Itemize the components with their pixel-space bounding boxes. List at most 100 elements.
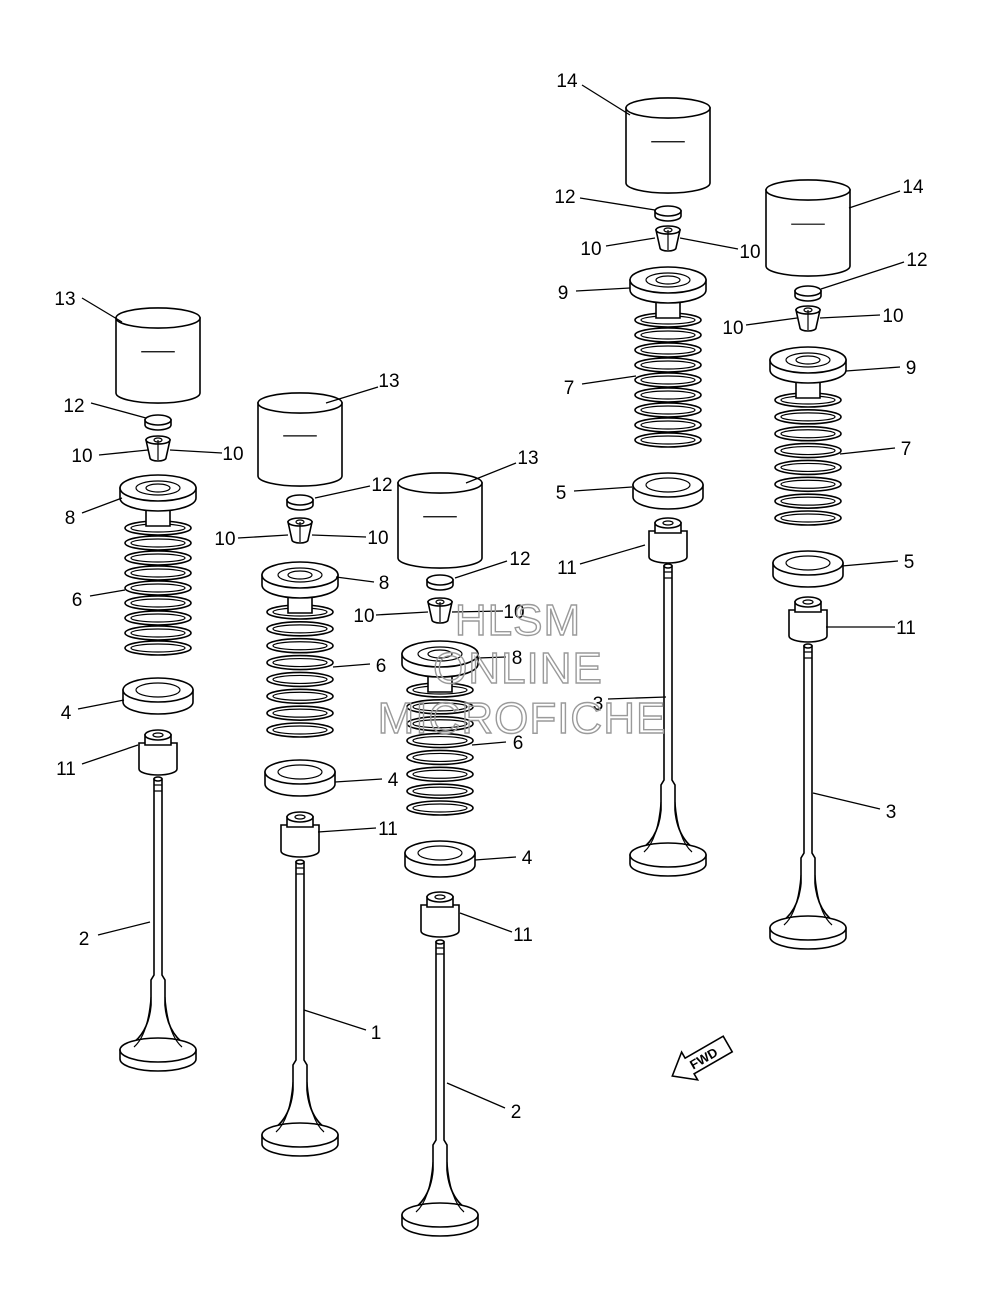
part-callout-10: 10 [739,242,760,263]
valve-assembly-5 [765,179,851,950]
leader-line-c10h [679,237,739,250]
leader-line-c13a [81,297,123,323]
part-callout-3: 3 [886,802,897,823]
leader-line-c7b [839,447,896,455]
leader-line-c10c [237,534,289,539]
part-callout-13: 13 [517,448,538,469]
valve-stem-seal [788,609,828,643]
part-callout-14: 14 [556,71,578,92]
part-callout-7: 7 [901,439,912,460]
part-callout-6: 6 [376,656,387,677]
valve-spring [634,312,702,448]
leader-line-c10d [311,534,367,538]
valve-stem-seal [280,824,320,858]
part-callout-6: 6 [72,590,83,611]
watermark: HLSM ONLINE MICROFICHE [377,595,667,743]
valve-spring [124,520,192,656]
part-callout-2: 2 [511,1102,522,1123]
part-callout-8: 8 [512,648,523,669]
part-callout-4: 4 [388,770,399,791]
part-callout-8: 8 [379,573,390,594]
valve-stem-seal [420,904,460,938]
watermark-line-1: HLSM [455,596,581,645]
watermark-line-3: MICROFICHE [378,694,667,743]
leader-line-c7a [581,375,637,385]
valve-assembly-2 [257,392,343,1157]
part-callout-4: 4 [61,703,72,724]
leader-line-c10g [605,237,656,247]
valve-lifter-bucket [625,107,711,194]
leader-line-c12b [314,485,371,499]
part-callout-12: 12 [371,475,392,496]
watermark-line-2: ONLINE [433,644,603,693]
leader-line-c9a [575,287,631,292]
part-callout-11: 11 [378,819,398,840]
part-callout-11: 11 [896,618,916,639]
leader-line-c8b [335,576,375,583]
leader-line-c4a [77,699,125,710]
valve-spring [406,682,474,816]
part-callout-10: 10 [722,318,743,339]
valve-lifter-bucket [257,402,343,487]
part-callout-10: 10 [214,529,235,550]
leader-line-c12c [454,560,508,579]
leader-line-c8a [81,497,123,514]
fwd-arrow-icon: FWD [671,1035,734,1081]
valve [629,563,707,877]
leader-line-c10i [745,317,798,326]
leader-line-c5b [841,560,899,567]
leader-line-c6a [89,589,126,597]
leader-line-c13c [465,462,517,484]
leader-line-c14b [848,190,901,209]
leader-line-c11b [317,827,377,833]
part-callout-10: 10 [580,239,601,260]
part-callout-9: 9 [558,283,569,304]
part-callout-10: 10 [503,602,524,623]
leader-line-c4b [334,778,383,783]
part-callout-12: 12 [906,250,927,271]
part-callout-14: 14 [902,177,924,198]
part-callout-7: 7 [564,378,575,399]
leader-line-c12d [579,197,656,211]
leader-line-c4c [474,856,517,861]
part-callout-10: 10 [222,444,243,465]
valve-stem-seal [138,742,178,776]
part-callout-4: 4 [522,848,533,869]
part-callout-5: 5 [556,483,567,504]
leader-line-c2a [97,921,151,936]
part-callout-5: 5 [904,552,915,573]
leader-line-c10e [375,611,429,616]
part-callout-1: 1 [371,1023,382,1044]
leader-line-c10a [98,449,149,456]
valve-spring [774,392,842,526]
leader-line-c12e [820,261,905,290]
leader-line-c11c [459,912,513,933]
valve-stem-seal [648,530,688,564]
leader-line-c8c [477,656,507,659]
part-callout-10: 10 [353,606,374,627]
part-callout-10: 10 [367,528,388,549]
valve-assembly-4 [625,97,711,877]
valve-assembly-3 [397,472,483,1237]
valve-lifter-bucket [115,317,201,404]
part-callout-11: 11 [56,759,76,780]
leader-line-c10f [451,610,504,613]
leader-line-c9b [845,366,901,372]
part-callout-11: 11 [557,558,577,579]
valve [769,643,847,950]
valve [401,939,479,1237]
valve-lifter-bucket [397,482,483,569]
part-callout-8: 8 [65,508,76,529]
part-callout-13: 13 [54,289,75,310]
leader-line-c5a [573,486,633,492]
part-callout-11: 11 [513,925,533,946]
part-callout-10: 10 [71,446,92,467]
leader-line-c6c [471,741,507,746]
part-callout-12: 12 [509,549,530,570]
leader-line-c12a [90,402,147,419]
leader-line-c14a [581,84,631,116]
part-callout-3: 3 [593,694,604,715]
leader-line-c2b [446,1082,506,1109]
leader-line-c1 [303,1009,367,1031]
